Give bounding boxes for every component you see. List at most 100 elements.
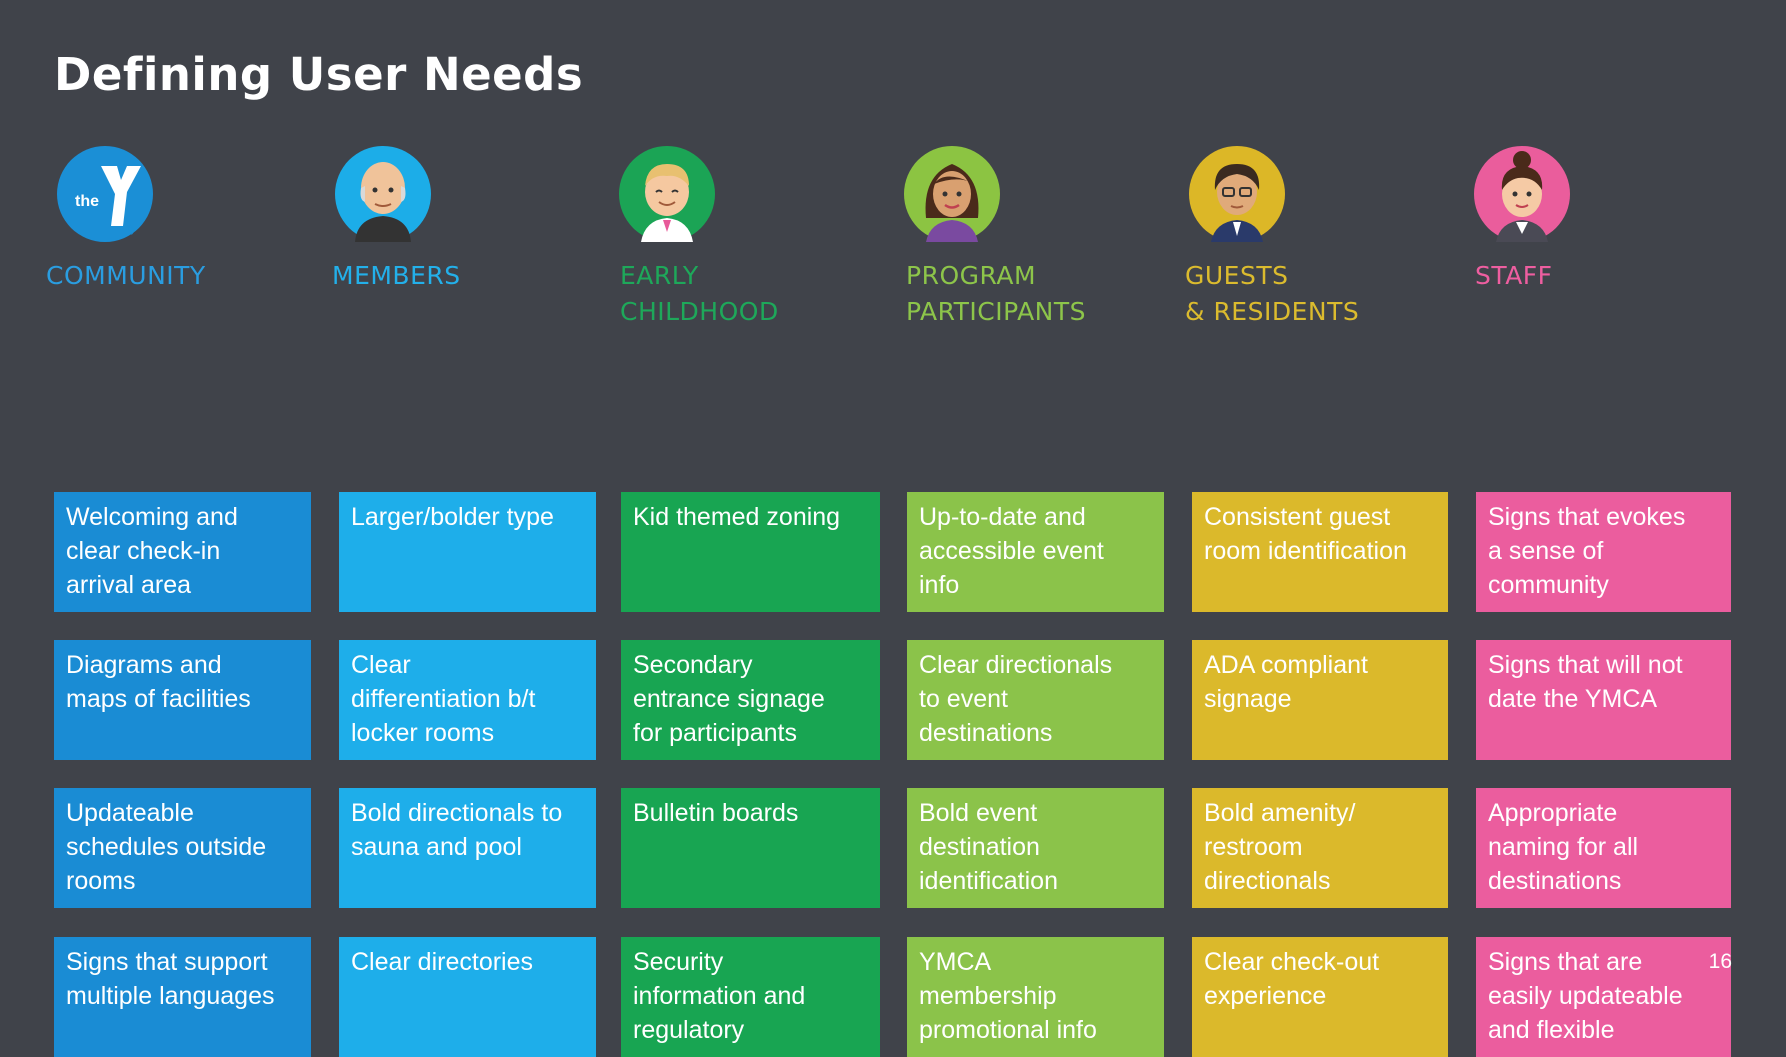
need-card-text: Security [633, 948, 724, 976]
need-card-text: sauna and pool [351, 833, 522, 861]
need-card-text: arrival area [66, 571, 192, 599]
column-4: GUESTS & RESIDENTS Consistent guest room id… [1185, 146, 1448, 1057]
need-card: ADA compliant signage [1192, 640, 1448, 760]
need-card-text: multiple languages [66, 982, 275, 1010]
need-card: Welcoming and clear check-in arrival area [54, 492, 311, 612]
need-card-text: Secondary [633, 651, 753, 679]
need-card-text: identification [919, 867, 1058, 895]
need-card-text: to event [919, 685, 1008, 713]
column-label-line: MEMBERS [332, 261, 461, 290]
need-card: Updateable schedules outside rooms [54, 788, 311, 908]
need-card-text: ADA compliant [1204, 651, 1368, 679]
need-card-text: destination [919, 833, 1040, 861]
column-label: GUESTS & RESIDENTS [1185, 258, 1448, 330]
need-card-text: Updateable [66, 799, 194, 827]
column-label-line: PROGRAM [906, 261, 1037, 290]
guest-glasses-avatar-icon [1189, 146, 1285, 242]
need-card-text: rooms [66, 867, 136, 895]
column-label-line: CHILDHOOD [620, 297, 779, 326]
need-card-text: maps of facilities [66, 685, 251, 713]
need-card-text: Diagrams and [66, 651, 222, 679]
need-card-text: directionals [1204, 867, 1331, 895]
need-card: Diagrams and maps of facilities [54, 640, 311, 760]
need-card-text: entrance signage [633, 685, 825, 713]
column-label-line: EARLY [620, 261, 699, 290]
need-card-text: promotional info [919, 1016, 1097, 1044]
column-label-line: COMMUNITY [46, 261, 206, 290]
need-card-text: Up-to-date and [919, 503, 1086, 531]
need-card-text: info [919, 571, 960, 599]
column-label-line: STAFF [1475, 261, 1553, 290]
bald-man-avatar-icon [335, 146, 431, 242]
column-label-line: GUESTS [1185, 261, 1289, 290]
need-card-text: Bold event [919, 799, 1038, 827]
column-label: STAFF [1475, 258, 1731, 330]
need-card-text: YMCA [919, 948, 992, 976]
need-card-text: restroom [1204, 833, 1303, 861]
need-card-text: Clear directionals [919, 651, 1113, 679]
need-card-text: Kid themed zoning [633, 503, 841, 531]
column-3: PROGRAM PARTICIPANTS Up-to-date and accessi… [904, 146, 1164, 1057]
need-card-text: Appropriate [1488, 799, 1618, 827]
need-card-text: experience [1204, 982, 1327, 1010]
column-label: EARLY CHILDHOOD [620, 258, 880, 330]
woman-participant-avatar-icon [904, 146, 1000, 242]
need-card-text: Bold amenity/ [1204, 799, 1356, 827]
column-label-line: PARTICIPANTS [906, 297, 1087, 326]
need-card-text: community [1488, 571, 1609, 599]
need-card-text: information and [633, 982, 806, 1010]
column-0: the YMCA COMMUNITY Welcoming and clear chec… [46, 146, 311, 1057]
need-card-text: locker rooms [351, 719, 495, 747]
need-card-text: Signs that are [1488, 948, 1643, 976]
need-card: Bold amenity/restroom directionals [1192, 788, 1448, 908]
need-card-text: a sense of [1488, 537, 1604, 565]
staff-woman-avatar-icon [1474, 146, 1570, 242]
need-card: Clear differentiation b/t locker rooms [339, 640, 596, 760]
column-label-line: & RESIDENTS [1185, 297, 1360, 326]
need-card: Signs that evokes a sense of community [1476, 492, 1731, 612]
need-card-text: easily updateable [1488, 982, 1683, 1010]
page-number: 16 [1708, 950, 1732, 973]
need-card-text: Clear directories [351, 948, 534, 976]
need-card-text: schedules outside [66, 833, 267, 861]
need-card: Bulletin boards [621, 788, 880, 908]
need-card-text: date the YMCA [1488, 685, 1658, 713]
need-card: YMCA membership promotional info [907, 937, 1164, 1057]
need-card-text: Consistent guest [1204, 503, 1391, 531]
need-card: Signs that will not date the YMCA [1476, 640, 1731, 760]
need-card-text: Signs that will not [1488, 651, 1683, 679]
need-card: Clear directories [339, 937, 596, 1057]
need-card-text: membership [919, 982, 1057, 1010]
need-card: Security information and regulatory [621, 937, 880, 1057]
need-card: Kid themed zoning [621, 492, 880, 612]
need-card-text: regulatory [633, 1016, 745, 1044]
need-card-text: destinations [1488, 867, 1622, 895]
need-card: Clear directionals to event destinations [907, 640, 1164, 760]
need-card-text: clear check-in [66, 537, 221, 565]
need-card: Consistent guest room identification [1192, 492, 1448, 612]
need-card: Bold event destination identification [907, 788, 1164, 908]
need-card-text: differentiation b/t [351, 685, 536, 713]
column-label: MEMBERS [332, 258, 596, 330]
need-card-text: destinations [919, 719, 1053, 747]
need-card-text: accessible event [919, 537, 1104, 565]
ymca-logo-text: the [75, 193, 99, 210]
ymca-logo-icon: the YMCA [57, 146, 153, 242]
need-card-text: Clear [351, 651, 411, 679]
need-card: Up-to-date and accessible event info [907, 492, 1164, 612]
need-card-text: Welcoming and [66, 503, 238, 531]
need-card-text: Signs that support [66, 948, 268, 976]
need-card-text: room identification [1204, 537, 1407, 565]
need-card: Larger/bolder type [339, 492, 596, 612]
need-card-text: signage [1204, 685, 1292, 713]
column-5: STAFF Signs that evokes a sense of communit… [1474, 146, 1731, 1057]
need-card-text: Signs that evokes [1488, 503, 1686, 531]
column-label: COMMUNITY [46, 258, 311, 330]
